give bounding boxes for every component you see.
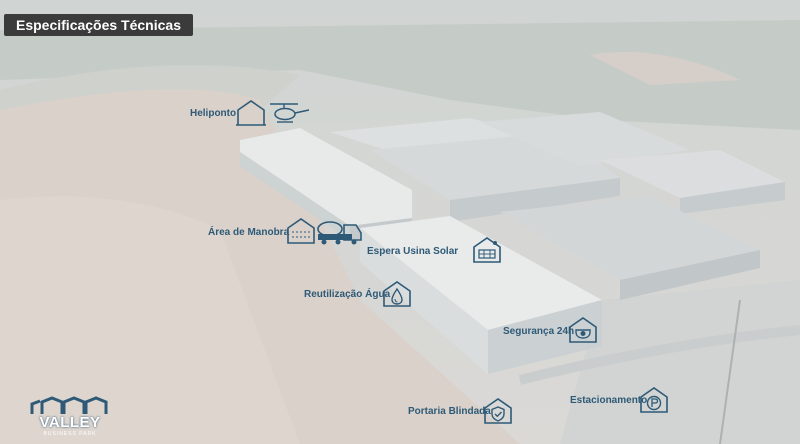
page-title: Especificações Técnicas [4,14,193,36]
feature-label-reutilizacao-agua: Reutilização Água [304,289,391,300]
solar-panel-icon [473,237,501,263]
shield-check-icon [484,398,512,424]
water-drop-icon [383,281,411,307]
feature-label-seguranca-24h: Segurança 24h [503,326,575,337]
parking-icon [640,387,668,413]
feature-label-estacionamento: Estacionamento [570,395,648,406]
logo-name: VALLEY [39,414,101,431]
logo-mark-icon [30,396,108,414]
helicopter-hangar-icon [236,100,310,126]
security-camera-icon [569,317,597,343]
truck-maneuver-icon [287,218,362,245]
logo-subtitle: BUSINESS PARK [43,431,97,437]
feature-label-portaria-blindada: Portaria Blindada [408,406,491,417]
valley-business-park-logo: VALLEY BUSINESS PARK [30,396,110,440]
feature-label-heliponto: Heliponto [190,108,237,119]
feature-label-area-de-manobra: Área de Manobra [208,227,290,238]
feature-label-espera-usina-solar: Espera Usina Solar [367,246,459,257]
